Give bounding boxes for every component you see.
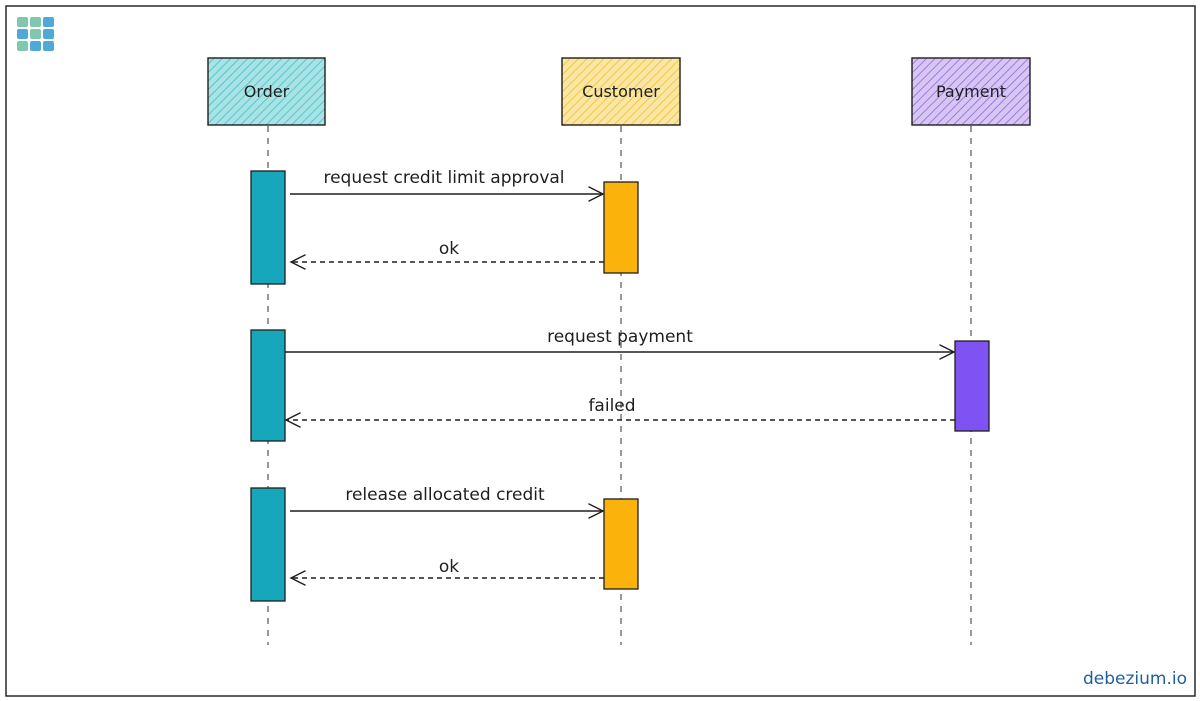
arrowhead-icon: [284, 412, 301, 428]
message-ok-customer-return: ok: [289, 239, 604, 270]
logo-cell: [30, 41, 41, 51]
arrowhead-icon: [588, 186, 605, 202]
brand-label: debezium.io: [1083, 669, 1187, 689]
activation-payment-1: [954, 340, 990, 432]
participant-box-order: [207, 57, 326, 126]
activation-customer-1: [603, 181, 639, 274]
participant-box-customer: [561, 57, 681, 126]
participant-box-payment: [911, 57, 1031, 126]
participant-order: Order: [207, 57, 326, 126]
message-release-allocated-credit: release allocated credit: [290, 485, 605, 519]
message-label: ok: [439, 239, 459, 259]
message-label: failed: [588, 396, 635, 416]
logo-cell: [17, 29, 28, 39]
participant-label-customer: Customer: [582, 82, 660, 101]
arrowhead-icon: [289, 254, 306, 270]
logo-cell: [17, 17, 28, 27]
logo-cell: [17, 41, 28, 51]
message-request-payment: request payment: [285, 327, 956, 360]
participant-payment: Payment: [911, 57, 1031, 126]
logo-cell: [43, 41, 54, 51]
activation-customer-2: [603, 498, 639, 590]
diagram-frame: [5, 5, 1196, 697]
participant-label-order: Order: [244, 82, 290, 101]
message-label: release allocated credit: [345, 485, 545, 505]
logo-cell: [30, 17, 41, 27]
message-failed-return: failed: [284, 396, 955, 428]
message-label: ok: [439, 557, 459, 577]
participant-label-payment: Payment: [936, 82, 1006, 101]
arrowhead-icon: [588, 503, 605, 519]
message-label: request payment: [547, 327, 693, 347]
logo-cell: [30, 29, 41, 39]
message-ok-release-return: ok: [289, 557, 604, 586]
message-label: request credit limit approval: [323, 168, 564, 188]
activation-order-1: [250, 170, 286, 285]
participant-customer: Customer: [561, 57, 681, 126]
arrowhead-icon: [289, 570, 306, 586]
grid-logo-icon: [17, 17, 54, 51]
activation-order-2: [250, 329, 286, 442]
arrowhead-icon: [939, 344, 956, 360]
message-request-credit-limit-approval: request credit limit approval: [290, 168, 605, 202]
logo-cell: [43, 17, 54, 27]
activation-order-3: [250, 487, 286, 602]
logo-cell: [43, 29, 54, 39]
